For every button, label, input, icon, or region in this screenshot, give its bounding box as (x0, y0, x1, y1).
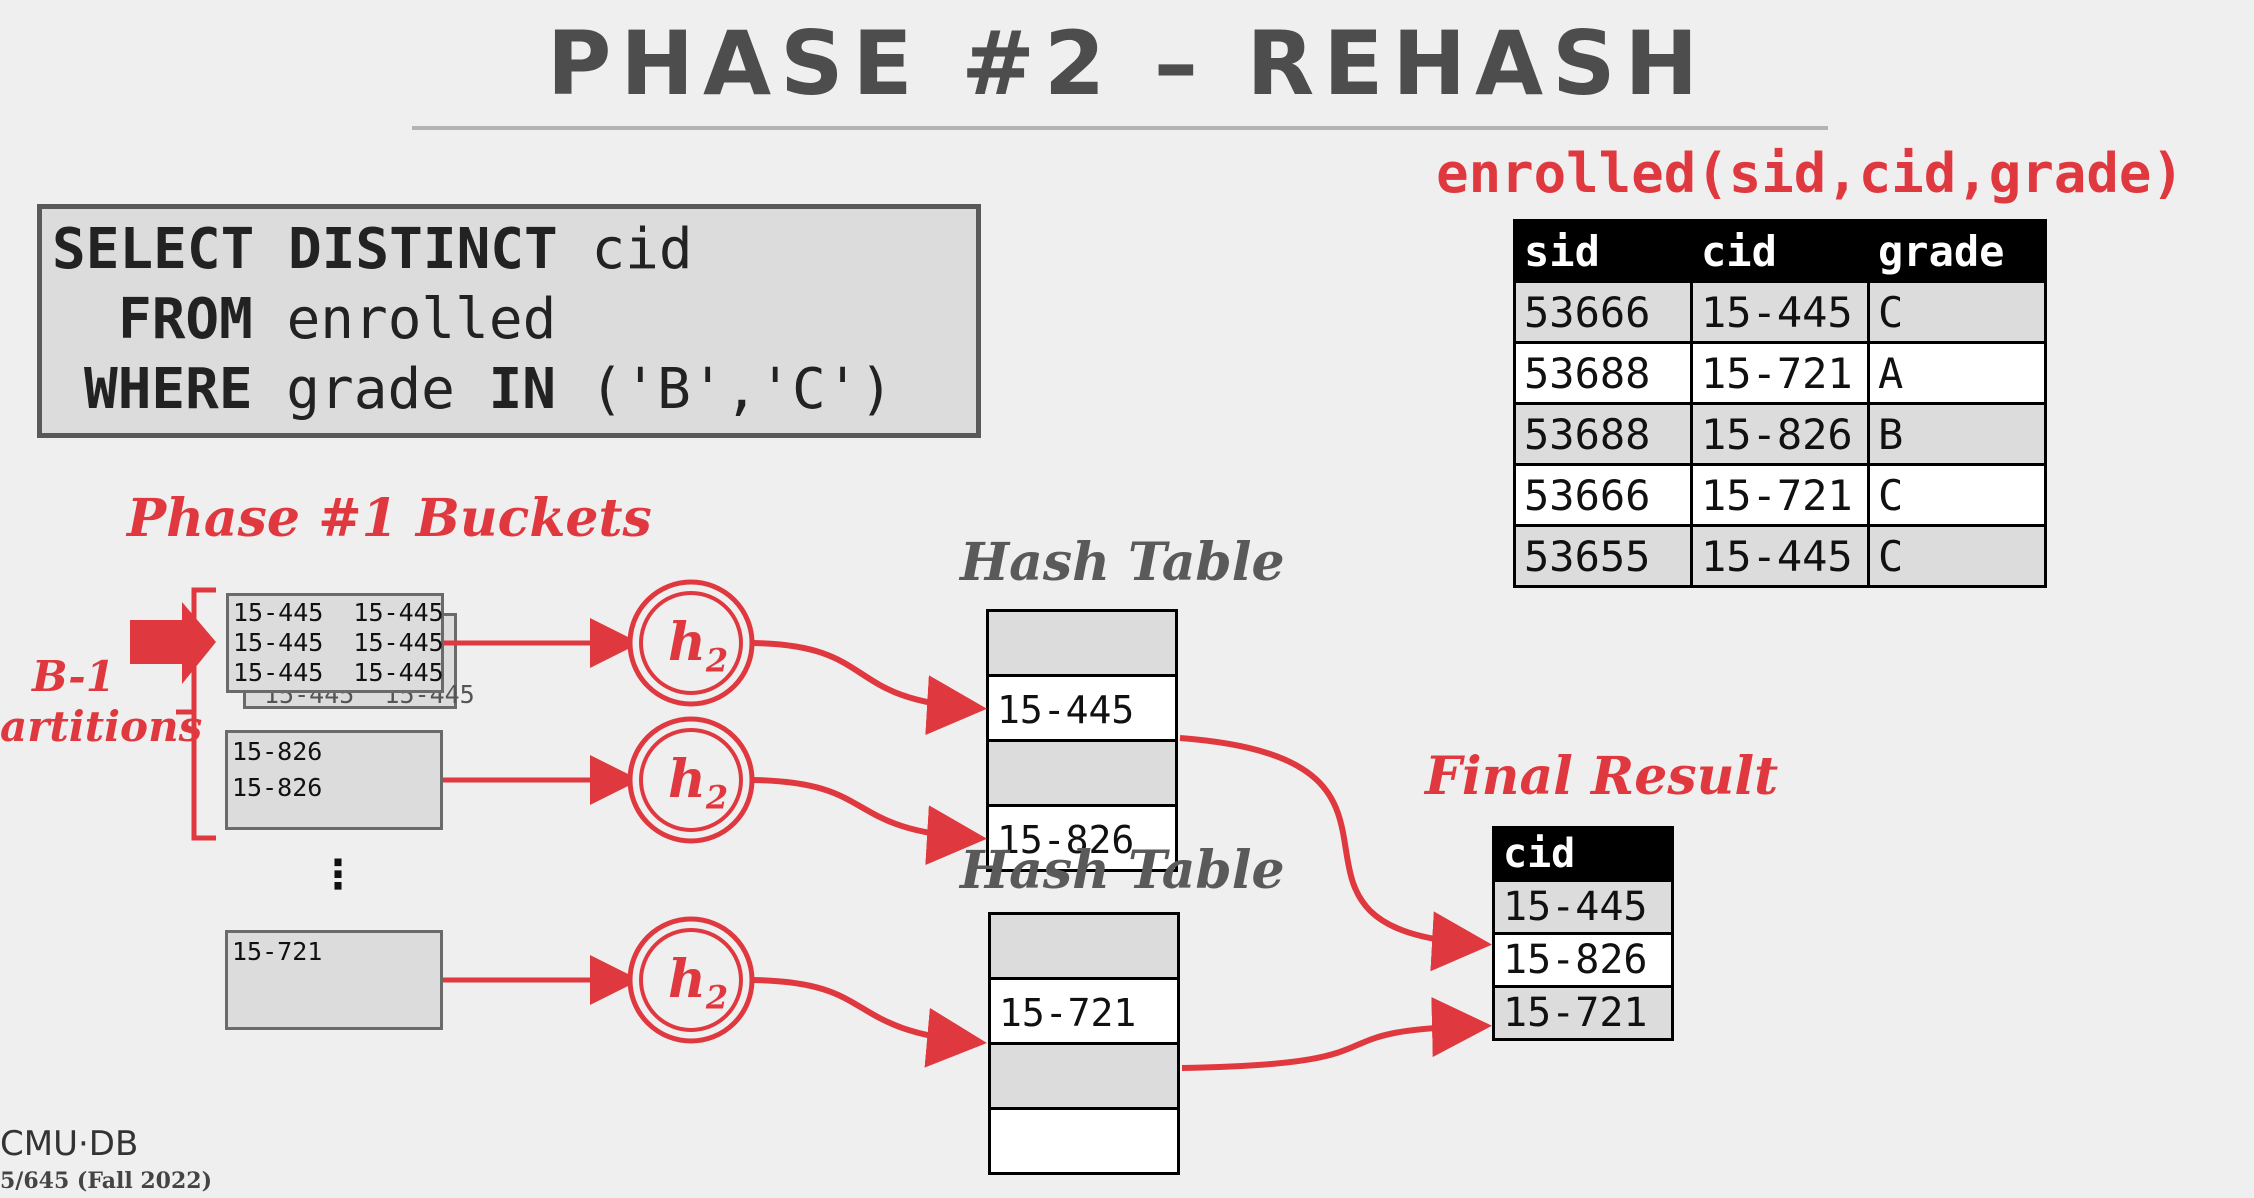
table-cell: 53688 (1513, 402, 1693, 466)
bucket-text: 15-445 15-445 (233, 598, 444, 627)
table-cell: B (1867, 402, 2047, 466)
arrow-table2-to-final (1181, 997, 1492, 1071)
hash-fn-label: h2 (668, 749, 728, 816)
arrow-hash3-to-table (751, 977, 987, 1068)
enrolled-table: sid cid grade 53666 15-445 C 53688 15-72… (1513, 219, 2047, 588)
sql-line-from: FROM enrolled (118, 287, 556, 352)
sql-keyword: SELECT DISTINCT (52, 217, 558, 282)
table-cell: C (1867, 524, 2047, 588)
bucket-3: 15-721 (225, 930, 443, 1030)
sql-query-box: SELECT DISTINCT cid FROM enrolled WHERE … (37, 204, 981, 438)
partitions-label-line2: artitions (0, 702, 203, 751)
title-divider (412, 126, 1828, 130)
table-cell: C (1867, 280, 2047, 344)
arrow-hash2-to-table (751, 777, 987, 866)
sql-text: enrolled (252, 287, 557, 352)
bucket-1: 15-445 15-445 15-445 15-445 15-445 15-44… (226, 593, 444, 693)
hash-table-1: 15-445 15-826 (986, 609, 1178, 872)
table-row: 15-445 (1492, 879, 1674, 935)
sql-text: ('B','C') (556, 357, 894, 422)
schema-label: enrolled(sid,cid,grade) (1436, 142, 2184, 205)
bucket-2: 15-826 15-826 (225, 730, 443, 830)
table-row: 53688 15-826 B (1513, 402, 2047, 466)
current-bucket-pointer (130, 602, 216, 684)
hash-fn-symbol: h (668, 949, 706, 1010)
hash-table-label-1: Hash Table (960, 532, 1285, 593)
hash-slot (991, 1045, 1177, 1110)
hash-fn-label: h2 (668, 612, 728, 679)
hash-function-1 (627, 579, 755, 707)
bucket-text: 15-445 15-445 (233, 658, 444, 687)
hash-function-3 (627, 916, 755, 1044)
bucket-text: 15-721 (232, 937, 323, 966)
hash-table-label-2: Hash Table (960, 840, 1285, 901)
table-row: 53666 15-721 C (1513, 463, 2047, 527)
final-result-label: Final Result (1425, 746, 1779, 807)
hash-slot (991, 1110, 1177, 1172)
sql-text: cid (557, 217, 693, 282)
cmu-db-logo: CMU·DB (0, 1124, 139, 1164)
partitions-label-line1: B-1 (32, 652, 115, 701)
table-cell: A (1867, 341, 2047, 405)
table-cell: 15-445 (1690, 524, 1870, 588)
slide-title: PHASE #2 – REHASH (546, 12, 1708, 115)
hash-slot: 15-445 (989, 677, 1175, 742)
sql-line-where: WHERE grade IN ('B','C') (84, 357, 893, 422)
table-header-row: sid cid grade (1513, 219, 2047, 283)
table-cell: 15-445 (1690, 280, 1870, 344)
table-row: 53666 15-445 C (1513, 280, 2047, 344)
hash-slot (989, 612, 1175, 677)
sql-keyword: IN (488, 357, 557, 422)
hash-fn-symbol: h (668, 749, 706, 810)
column-header: grade (1867, 219, 2047, 283)
sql-text: grade (252, 357, 489, 422)
table-cell: 53688 (1513, 341, 1693, 405)
table-cell: 15-721 (1690, 463, 1870, 527)
final-result-table: cid 15-445 15-826 15-721 (1492, 826, 1674, 1041)
table-header-row: cid (1492, 826, 1674, 882)
table-cell: 15-445 (1492, 879, 1674, 935)
sql-keyword: FROM (118, 287, 253, 352)
table-row: 15-826 (1492, 932, 1674, 988)
hash-slot: 15-826 (989, 807, 1175, 869)
bucket-text: 15-826 (232, 737, 323, 766)
table-cell: 15-826 (1690, 402, 1870, 466)
table-cell: 53666 (1513, 463, 1693, 527)
hash-slot (989, 742, 1175, 807)
arrow-table1-to-final (1179, 735, 1492, 972)
sql-line-select: SELECT DISTINCT cid (52, 217, 693, 282)
arrow-hash1-to-table (751, 640, 987, 736)
hash-fn-subscript: 2 (705, 978, 729, 1017)
column-header: cid (1492, 826, 1674, 882)
hash-slot (991, 915, 1177, 980)
table-row: 15-721 (1492, 985, 1674, 1041)
course-label: 5/645 (Fall 2022) (0, 1168, 213, 1194)
hash-function-2 (627, 716, 755, 844)
hash-slot: 15-721 (991, 980, 1177, 1045)
table-cell: 15-721 (1690, 341, 1870, 405)
table-cell: 53666 (1513, 280, 1693, 344)
sql-keyword: WHERE (84, 357, 253, 422)
hash-fn-label: h2 (668, 949, 728, 1016)
table-row: 53688 15-721 A (1513, 341, 2047, 405)
table-cell: 15-826 (1492, 932, 1674, 988)
hash-fn-symbol: h (668, 612, 706, 673)
hash-fn-subscript: 2 (705, 778, 729, 817)
phase1-buckets-label: Phase #1 Buckets (127, 488, 652, 549)
table-cell: 15-721 (1492, 985, 1674, 1041)
column-header: cid (1690, 219, 1870, 283)
hash-table-2: 15-721 (988, 912, 1180, 1175)
table-row: 53655 15-445 C (1513, 524, 2047, 588)
bucket-text: 15-826 (232, 773, 323, 802)
hash-fn-subscript: 2 (705, 641, 729, 680)
bucket-text: 15-445 15-445 (233, 628, 444, 657)
partition-bracket (176, 587, 216, 841)
ellipsis: ⋮ (318, 852, 358, 898)
column-header: sid (1513, 219, 1693, 283)
table-cell: 53655 (1513, 524, 1693, 588)
table-cell: C (1867, 463, 2047, 527)
